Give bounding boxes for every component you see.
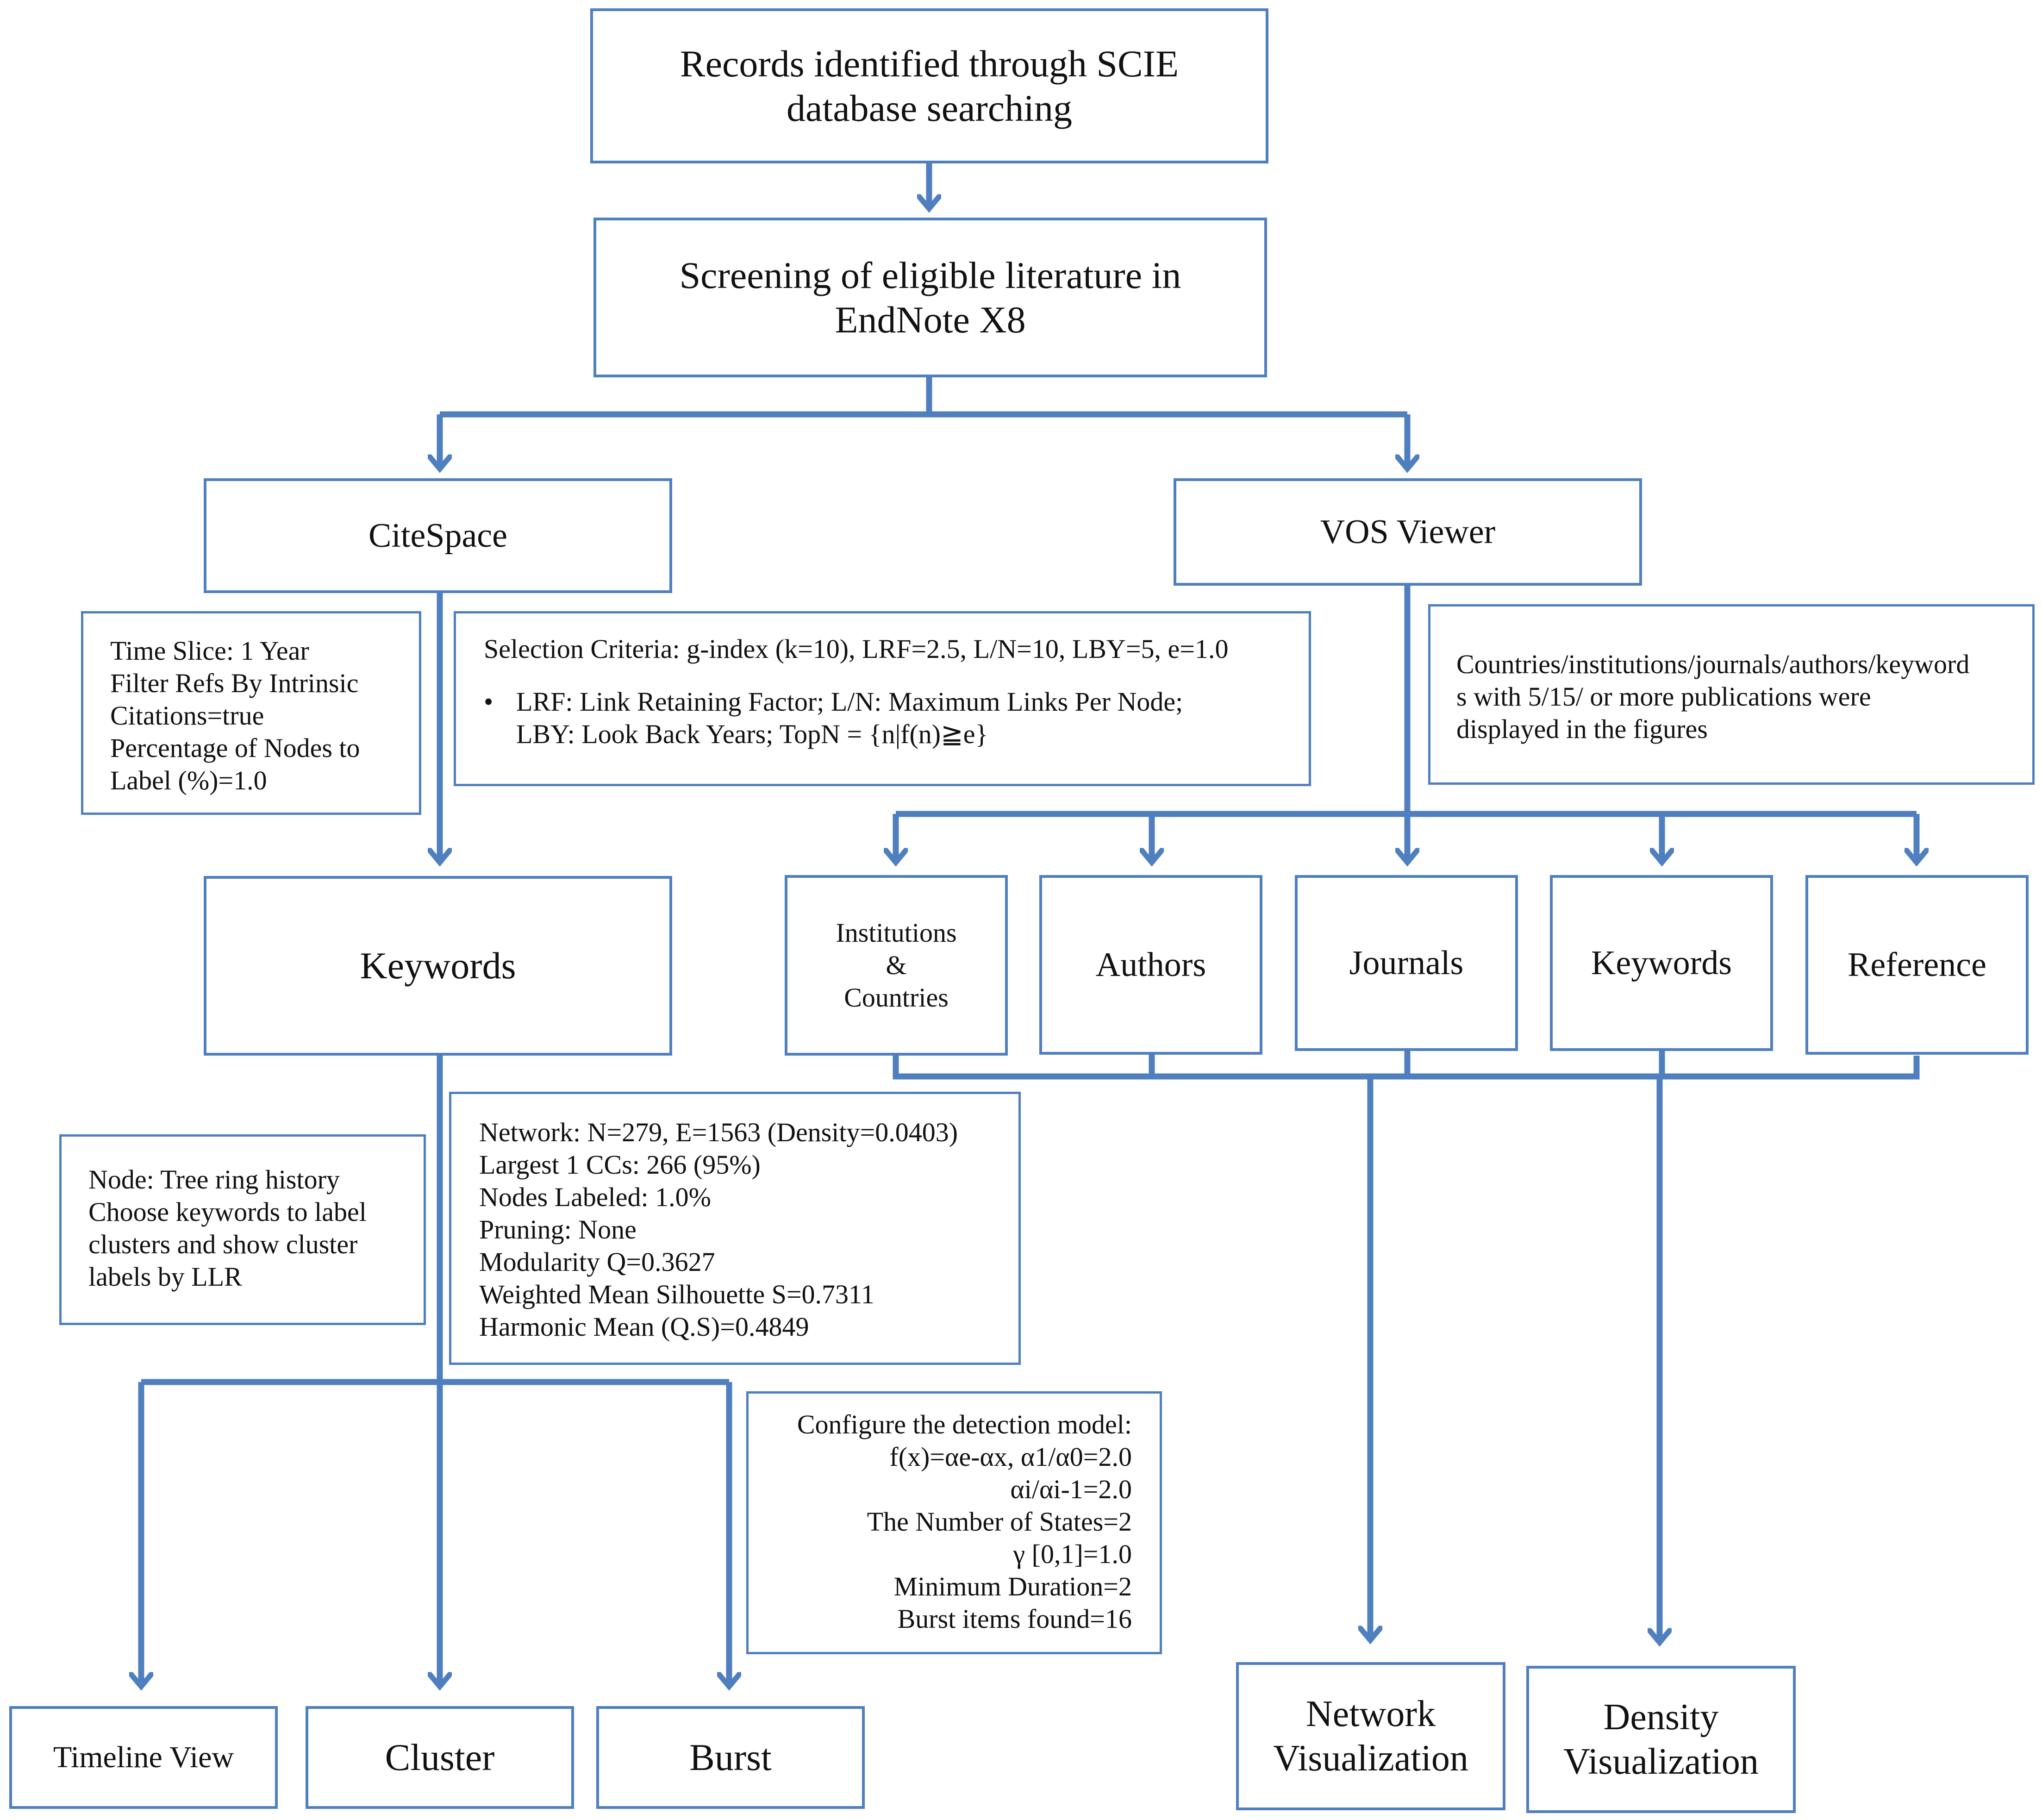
stat-modularity: Modularity Q=0.3627 xyxy=(479,1247,715,1277)
network-visualization-box: Network Visualization xyxy=(1236,1662,1505,1810)
burst-label: Burst xyxy=(689,1736,772,1778)
burst-config-min-duration: Minimum Duration=2 xyxy=(893,1571,1132,1601)
selection-criteria-line: Selection Criteria: g-index (k=10), LRF=… xyxy=(484,634,1229,664)
countries-label: Countries xyxy=(844,982,949,1013)
density-visualization-box: Density Visualization xyxy=(1526,1666,1796,1813)
ampersand-label: & xyxy=(886,950,907,980)
cluster-label: Cluster xyxy=(385,1736,495,1778)
vos-viewer-box: VOS Viewer xyxy=(1174,478,1642,586)
selection-bullet-line-1: LRF: Link Retaining Factor; L/N: Maximum… xyxy=(516,687,1183,717)
label-percent-line: Label (%)=1.0 xyxy=(110,765,267,795)
timeline-view-box: Timeline View xyxy=(9,1706,278,1809)
threshold-line-3: displayed in the figures xyxy=(1456,714,1708,744)
time-slice-note: Time Slice: 1 Year Filter Refs By Intrin… xyxy=(81,611,421,815)
citespace-title: CiteSpace xyxy=(368,517,507,555)
stat-network: Network: N=279, E=1563 (Density=0.0403) xyxy=(479,1117,958,1147)
node-note-line-3: clusters and show cluster xyxy=(88,1229,358,1259)
node-note-line-4: labels by LLR xyxy=(88,1262,242,1292)
authors-label: Authors xyxy=(1095,946,1206,984)
node-note: Node: Tree ring history Choose keywords … xyxy=(59,1134,426,1325)
selection-bullet-line-2: LBY: Look Back Years; TopN = {n|f(n)≧e} xyxy=(516,719,988,749)
journals-label: Journals xyxy=(1349,944,1464,982)
institutions-countries-box: Institutions & Countries xyxy=(785,875,1008,1056)
selection-bullet: LRF: Link Retaining Factor; L/N: Maximum… xyxy=(484,686,1281,751)
density-vis-line-1: Density xyxy=(1603,1697,1719,1738)
network-vis-line-2: Visualization xyxy=(1273,1738,1468,1779)
stat-nodes-labeled: Nodes Labeled: 1.0% xyxy=(479,1182,711,1212)
percentage-line: Percentage of Nodes to xyxy=(110,733,360,763)
screening-line-1: Screening of eligible literature in xyxy=(679,254,1181,296)
burst-config-ratio: αi/αi-1=2.0 xyxy=(1010,1474,1132,1504)
burst-config-note: Configure the detection model: f(x)=αe-α… xyxy=(746,1391,1162,1654)
vos-viewer-title: VOS Viewer xyxy=(1320,513,1496,551)
network-stats-note: Network: N=279, E=1563 (Density=0.0403) … xyxy=(449,1092,1021,1365)
stat-silhouette: Weighted Mean Silhouette S=0.7311 xyxy=(479,1279,874,1309)
citespace-box: CiteSpace xyxy=(204,478,672,593)
stat-pruning: Pruning: None xyxy=(479,1214,637,1245)
reference-box: Reference xyxy=(1805,875,2029,1055)
authors-box: Authors xyxy=(1039,875,1262,1055)
burst-config-states: The Number of States=2 xyxy=(867,1507,1132,1537)
citations-line: Citations=true xyxy=(110,700,264,731)
records-line-2: database searching xyxy=(787,87,1072,129)
timeline-view-label: Timeline View xyxy=(53,1740,234,1774)
stat-largest-cc: Largest 1 CCs: 266 (95%) xyxy=(479,1150,761,1180)
keywords-title: Keywords xyxy=(360,944,516,987)
time-slice-line: Time Slice: 1 Year xyxy=(110,636,309,666)
filter-refs-line: Filter Refs By Intrinsic xyxy=(110,668,359,698)
records-line-1: Records identified through SCIE xyxy=(680,42,1179,85)
stat-harmonic-mean: Harmonic Mean (Q.S)=0.4849 xyxy=(479,1312,809,1342)
threshold-line-1: Countries/institutions/journals/authors/… xyxy=(1456,649,1970,679)
burst-config-fx: f(x)=αe-αx, α1/α0=2.0 xyxy=(889,1442,1132,1472)
journals-box: Journals xyxy=(1295,875,1518,1051)
node-note-line-1: Node: Tree ring history xyxy=(88,1164,340,1195)
screening-line-2: EndNote X8 xyxy=(835,298,1026,341)
vos-keywords-box: Keywords xyxy=(1550,875,1773,1051)
reference-label: Reference xyxy=(1848,946,1986,984)
threshold-note: Countries/institutions/journals/authors/… xyxy=(1428,604,2035,785)
density-vis-line-2: Visualization xyxy=(1563,1741,1759,1782)
burst-config-gamma: γ [0,1]=1.0 xyxy=(1013,1539,1132,1569)
burst-config-title: Configure the detection model: xyxy=(797,1409,1132,1439)
network-vis-line-1: Network xyxy=(1306,1694,1436,1734)
keywords-box: Keywords xyxy=(204,876,672,1056)
records-box: Records identified through SCIE database… xyxy=(590,8,1268,163)
screening-box: Screening of eligible literature in EndN… xyxy=(593,218,1267,377)
burst-config-items-found: Burst items found=16 xyxy=(897,1604,1132,1634)
threshold-line-2: s with 5/15/ or more publications were xyxy=(1456,682,1871,712)
burst-box: Burst xyxy=(596,1706,865,1809)
node-note-line-2: Choose keywords to label xyxy=(88,1197,367,1227)
vos-keywords-label: Keywords xyxy=(1591,944,1732,982)
cluster-box: Cluster xyxy=(306,1706,574,1809)
institutions-label: Institutions xyxy=(836,918,957,948)
selection-criteria-note: Selection Criteria: g-index (k=10), LRF=… xyxy=(454,611,1311,786)
